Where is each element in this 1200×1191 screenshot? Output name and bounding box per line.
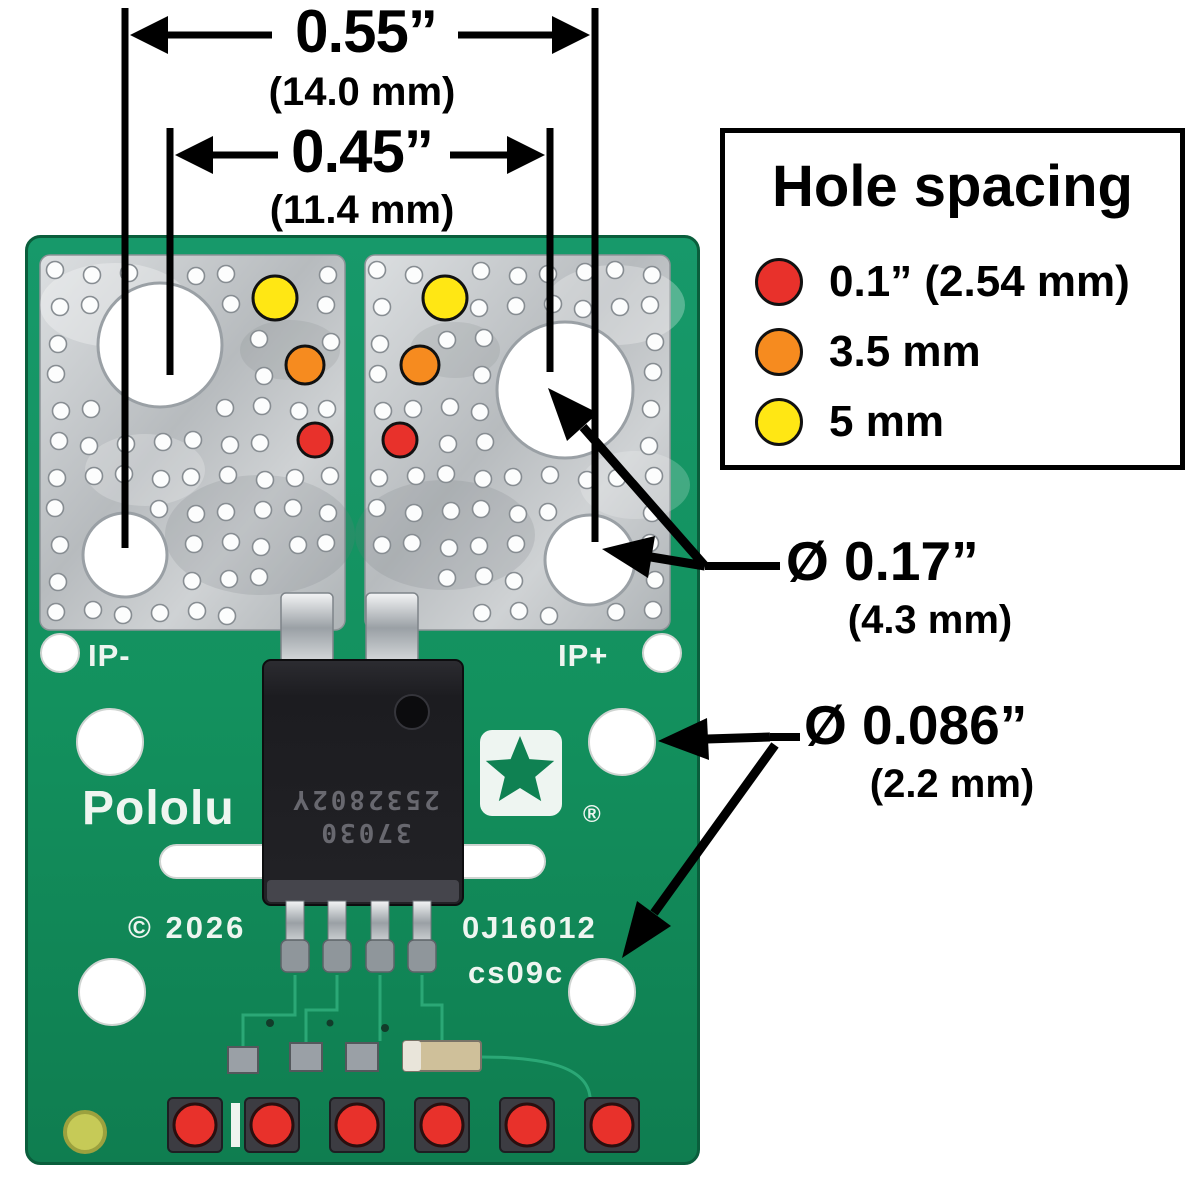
chip-tab-left: [280, 592, 334, 664]
smd-components: [227, 1040, 482, 1074]
chip-tab-right: [365, 592, 419, 664]
red-dot-icon: [755, 258, 803, 306]
test-points: [266, 1019, 389, 1032]
legend-title: Hole spacing: [772, 154, 1133, 219]
chip-pin1-dot: [394, 694, 430, 730]
dot-3p5mm: [284, 344, 326, 386]
legend-item-3p5mm: 3.5 mm: [755, 327, 981, 377]
smd-resistor: [402, 1040, 482, 1072]
dot-0p1in: [296, 421, 334, 459]
small-holes: [40, 633, 682, 1026]
legend-item-label: 5 mm: [829, 397, 944, 446]
dia-small-metric: (2.2 mm): [869, 762, 1035, 806]
yellow-dot-icon: [755, 398, 803, 446]
corner-plated-hole: [63, 1110, 107, 1154]
silk-copyright: © 2026: [128, 910, 247, 945]
dim-outer-metric: (14.0 mm): [268, 70, 456, 114]
chip-marking: 37030 2532802Y: [275, 783, 455, 848]
dia-large-metric: (4.3 mm): [847, 598, 1013, 642]
pololu-star-icon: [480, 730, 562, 816]
legend-item-label: 0.1” (2.54 mm): [829, 257, 1130, 306]
legend-item-0p1in: 0.1” (2.54 mm): [755, 257, 1130, 307]
dot-5mm: [251, 274, 299, 322]
chip-legs: [280, 900, 437, 973]
silk-ip-plus-label: IP+: [558, 638, 609, 673]
pcb-graphic: [25, 235, 700, 1165]
dim-outer-label: 0.55”: [295, 0, 438, 65]
chip-marking-line2: 2532802Y: [290, 784, 440, 815]
bottom-header: [167, 1097, 640, 1153]
legend-item-5mm: 5 mm: [755, 397, 944, 447]
via-field-right: [367, 260, 665, 626]
chip-marking-line1: 37030: [318, 817, 412, 847]
dot-5mm: [421, 274, 469, 322]
current-sensor-chip: [262, 659, 464, 906]
spacing-dots: [251, 274, 469, 459]
pcb-board: IP- IP+ Pololu ® © 2026 0J16012 cs09c 37…: [25, 235, 700, 1165]
legend-box: Hole spacing 0.1” (2.54 mm) 3.5 mm 5 mm: [720, 128, 1185, 470]
silk-ip-minus-label: IP-: [88, 638, 131, 673]
copper-traces: [241, 975, 592, 1115]
legend-item-label: 3.5 mm: [829, 327, 981, 376]
silk-rev: cs09c: [468, 955, 565, 990]
dim-inner-metric: (11.4 mm): [269, 188, 455, 232]
dia-large-label: Ø 0.17”: [786, 530, 979, 592]
brand-wordmark: Pololu: [82, 782, 235, 835]
dim-inner-label: 0.45”: [291, 118, 434, 185]
dot-0p1in: [381, 421, 419, 459]
dot-3p5mm: [399, 344, 441, 386]
dia-small-label: Ø 0.086”: [804, 694, 1028, 756]
orange-dot-icon: [755, 328, 803, 376]
pin1-marker: [231, 1103, 240, 1147]
registered-mark: ®: [583, 801, 601, 828]
silk-serial: 0J16012: [462, 910, 597, 945]
